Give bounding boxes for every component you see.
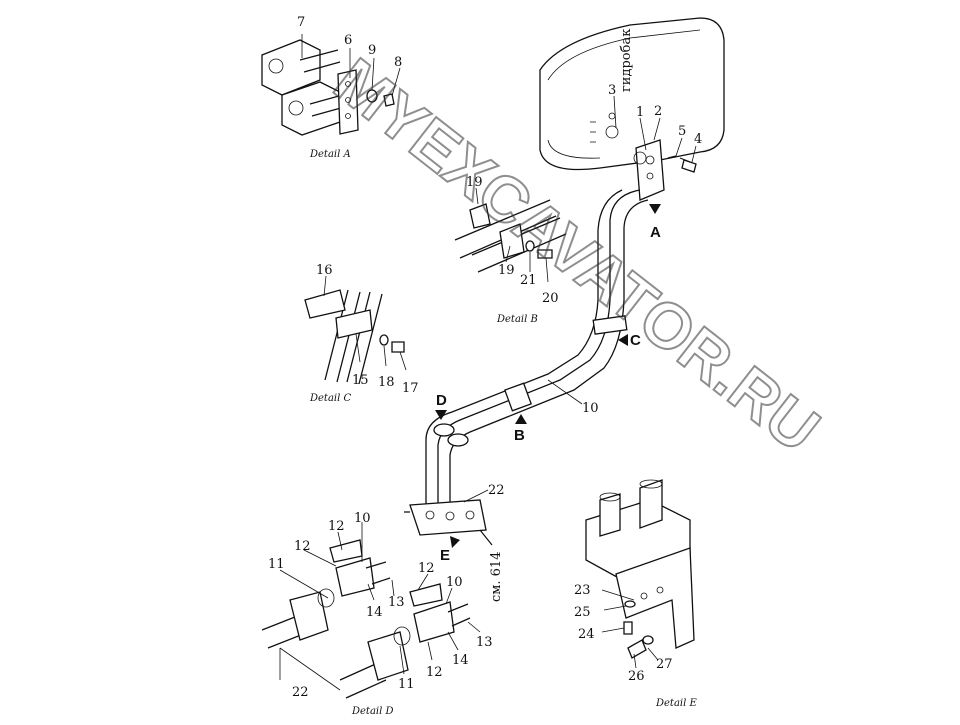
callout-24: 24 xyxy=(578,627,595,642)
callout-5: 5 xyxy=(678,124,686,139)
callout-6: 6 xyxy=(344,33,352,48)
hydraulic-tank: гидробак xyxy=(539,17,725,171)
callout-3: 3 xyxy=(608,83,616,98)
callout-8: 8 xyxy=(394,55,402,70)
callout-11-b: 11 xyxy=(398,677,415,692)
callout-23: 23 xyxy=(574,583,591,598)
arrow-b-label: B xyxy=(514,427,525,444)
detail-a-label: Detail A xyxy=(309,149,351,160)
arrow-e-label: E xyxy=(440,547,450,564)
arrow-a-label: A xyxy=(650,224,661,241)
callout-16: 16 xyxy=(316,263,333,278)
callout-12-d: 12 xyxy=(426,665,443,680)
tank-label: гидробак xyxy=(619,29,634,92)
arrow-d-icon xyxy=(435,410,447,420)
callout-14-b: 14 xyxy=(452,653,469,668)
callout-18: 18 xyxy=(378,375,395,390)
arrow-c-label: C xyxy=(630,332,641,349)
callout-12-b: 12 xyxy=(294,539,311,554)
callout-2: 2 xyxy=(654,104,662,119)
arrow-d-label: D xyxy=(436,392,447,409)
callout-12-c: 12 xyxy=(418,561,435,576)
callout-22-main: 22 xyxy=(488,483,505,498)
callout-27: 27 xyxy=(656,657,673,672)
detail-a-drawing xyxy=(261,39,395,136)
leader-lines xyxy=(279,34,697,691)
reference-code: см. 614 xyxy=(489,552,504,602)
callout-10-main: 10 xyxy=(582,401,599,416)
hydraulic-lines xyxy=(404,189,649,546)
tank-fitting xyxy=(633,139,697,201)
callout-10-b: 10 xyxy=(354,511,371,526)
callout-26: 26 xyxy=(628,669,645,684)
callout-15: 15 xyxy=(352,373,369,388)
callout-1: 1 xyxy=(636,105,644,120)
detail-b-label: Detail B xyxy=(496,314,538,325)
detail-e-drawing xyxy=(585,479,695,659)
callout-4: 4 xyxy=(694,132,702,147)
callout-11-a: 11 xyxy=(268,557,285,572)
detail-b-drawing xyxy=(454,199,567,273)
callout-7: 7 xyxy=(297,15,305,30)
detail-d-drawing xyxy=(261,539,471,699)
callout-21: 21 xyxy=(520,273,537,288)
callout-17: 17 xyxy=(402,381,419,396)
detail-c-drawing xyxy=(304,289,405,385)
callout-12-a: 12 xyxy=(328,519,345,534)
labels: Detail A Detail B Detail C Detail D Deta… xyxy=(268,15,702,717)
callout-20: 20 xyxy=(542,291,559,306)
arrow-a-icon xyxy=(649,204,661,214)
callout-19-bottom: 19 xyxy=(498,263,515,278)
detail-d-label: Detail D xyxy=(351,706,394,717)
callout-22-detail: 22 xyxy=(292,685,309,700)
callout-13-a: 13 xyxy=(388,595,405,610)
arrow-b-icon xyxy=(515,414,527,424)
callout-25: 25 xyxy=(574,605,591,620)
callout-13-b: 13 xyxy=(476,635,493,650)
arrow-e-icon xyxy=(450,536,460,548)
view-arrows xyxy=(435,204,661,548)
callout-9: 9 xyxy=(368,43,376,58)
callout-14-a: 14 xyxy=(366,605,383,620)
callout-10-c: 10 xyxy=(446,575,463,590)
detail-c-label: Detail C xyxy=(309,393,351,404)
arrow-c-icon xyxy=(618,334,628,346)
callout-19-top: 19 xyxy=(466,175,483,190)
detail-e-label: Detail E xyxy=(655,698,697,709)
